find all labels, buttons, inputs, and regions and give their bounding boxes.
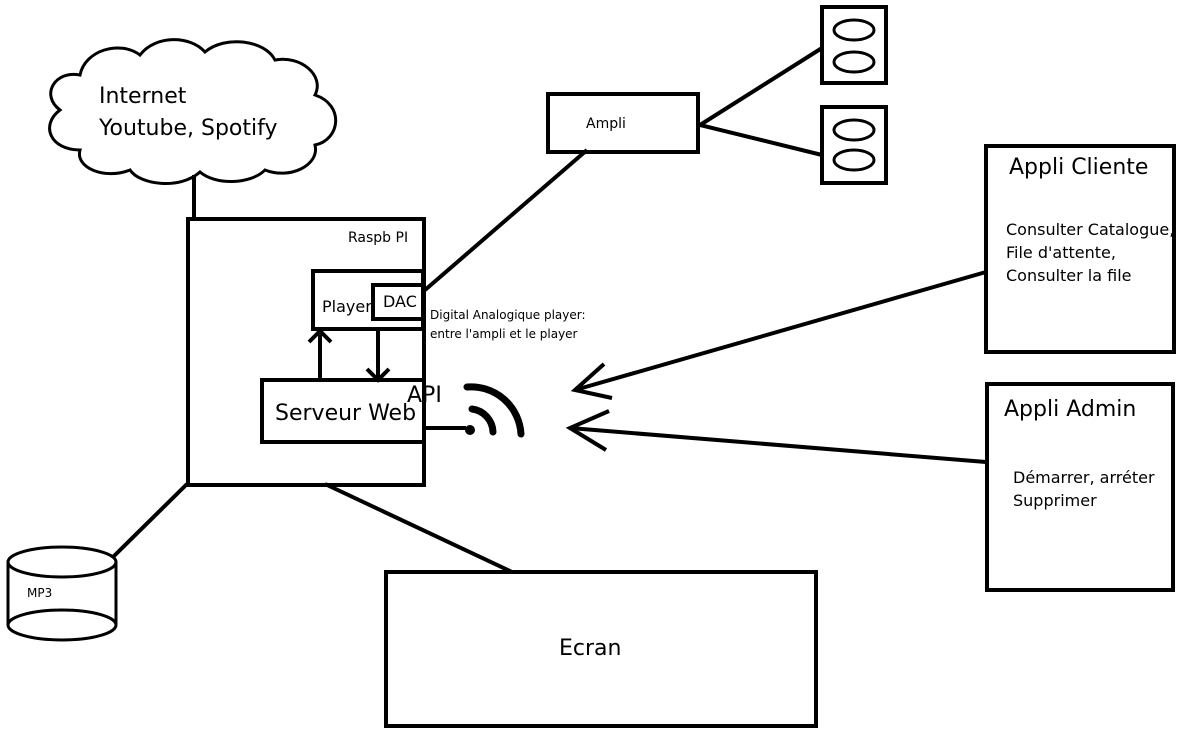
cloud-icon (48, 38, 338, 185)
dac-note-line2: entre l'ampli et le player (430, 327, 578, 341)
cloud-label-services: Youtube, Spotify (99, 116, 278, 141)
raspberry-to-screen-line (324, 482, 513, 574)
dac-box (371, 283, 425, 321)
client-app-line-3: Consulter la file (1006, 266, 1132, 285)
ampli-box (546, 92, 700, 154)
admin-app-box (985, 382, 1175, 592)
connector-lines (110, 46, 987, 574)
api-label: API (407, 383, 442, 408)
raspberry-pi-box (186, 217, 426, 487)
client-app-line-2: File d'attente, (1006, 243, 1116, 262)
screen-label: Ecran (559, 636, 622, 661)
ampli-to-speaker-bottom-line (699, 123, 823, 157)
admin-app-line-2: Supprimer (1013, 491, 1097, 510)
dac-note-line1: Digital Analogique player: (430, 308, 586, 322)
admin-app-line-1: Démarrer, arréter (1013, 468, 1155, 487)
ampli-label: Ampli (586, 116, 626, 132)
dac-to-ampli-line (423, 148, 589, 292)
cloud-label-internet: Internet (99, 84, 187, 109)
web-server-box (260, 378, 426, 444)
screen-box (384, 570, 818, 728)
client-app-box (984, 144, 1176, 354)
client-app-line-1: Consulter Catalogue, (1006, 220, 1175, 239)
admin-to-api-arrow-line (569, 426, 987, 464)
speaker-icon-bottom (820, 105, 888, 185)
ampli-to-speaker-top-line (698, 46, 824, 127)
player-label: Player (322, 297, 372, 316)
raspberry-to-storage-line (110, 482, 189, 560)
client-to-api-arrowhead (570, 362, 613, 400)
client-app-title: Appli Cliente (1009, 155, 1149, 180)
web-server-label: Serveur Web (275, 401, 417, 426)
raspberry-pi-title: Raspb PI (348, 230, 409, 246)
dac-label: DAC (383, 292, 417, 311)
admin-app-title: Appli Admin (1004, 397, 1137, 422)
speaker-icon-top (820, 5, 888, 85)
admin-to-api-arrowhead (565, 409, 610, 452)
storage-label: MP3 (27, 586, 53, 600)
wifi-icon (463, 383, 525, 438)
client-to-api-arrow-line (574, 270, 987, 392)
server-to-player-arrowhead (307, 328, 333, 344)
database-icon (6, 545, 118, 642)
